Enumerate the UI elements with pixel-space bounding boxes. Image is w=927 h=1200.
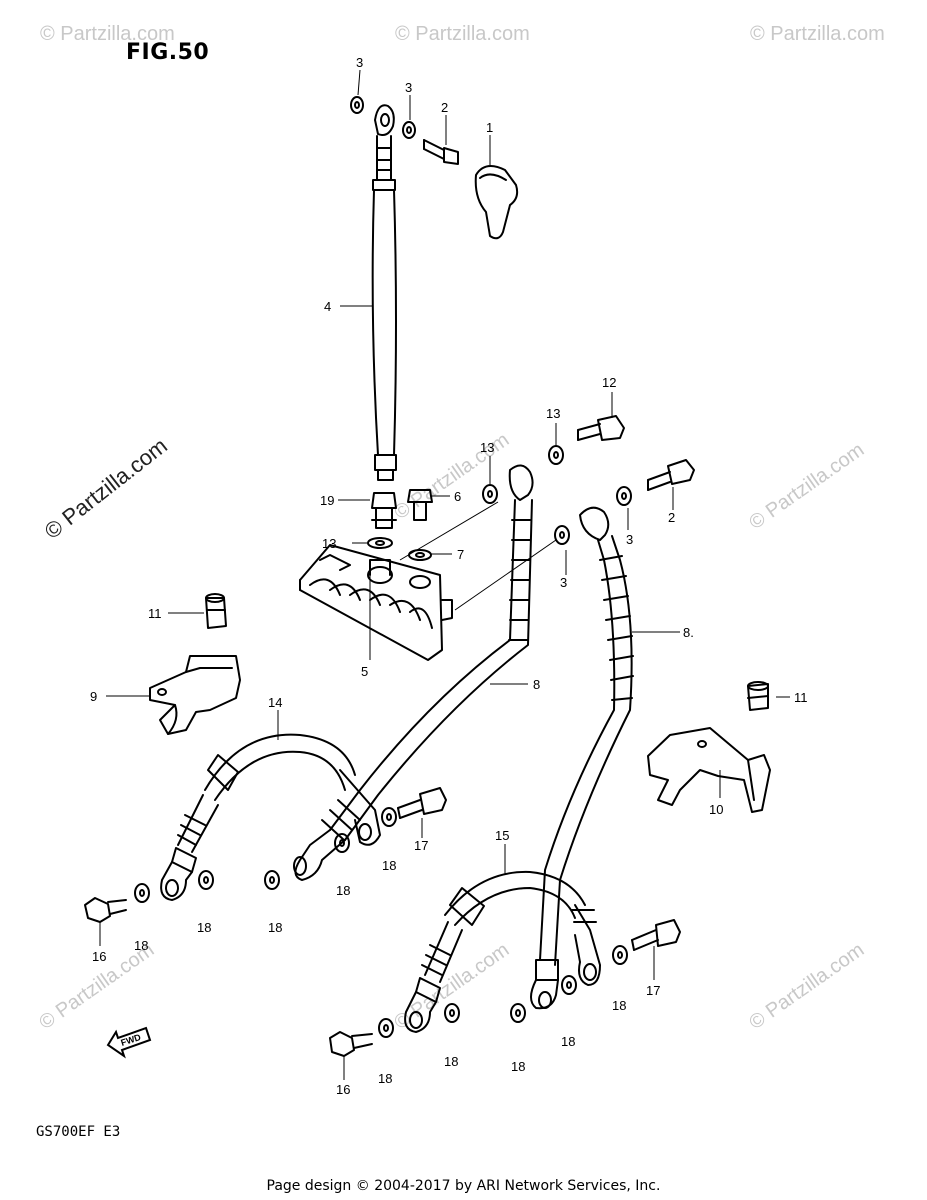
washer bbox=[444, 1003, 460, 1023]
brake-hose-15 bbox=[404, 870, 601, 1033]
watermark: © Partzilla.com bbox=[745, 439, 868, 534]
callout-10: 10 bbox=[709, 802, 723, 817]
callout-7: 7 bbox=[457, 547, 464, 562]
callout-18: 18 bbox=[268, 920, 282, 935]
callout-9: 9 bbox=[90, 689, 97, 704]
figure-title: FIG.50 bbox=[126, 40, 210, 65]
callout-3: 3 bbox=[405, 80, 412, 95]
callout-3: 3 bbox=[560, 575, 567, 590]
washer bbox=[264, 870, 280, 890]
watermark: © Partzilla.com bbox=[395, 23, 530, 45]
watermark: © Partzilla.com bbox=[750, 23, 885, 45]
callout-17: 17 bbox=[414, 838, 428, 853]
callout-18: 18 bbox=[134, 938, 148, 953]
boot-cap-part bbox=[474, 165, 519, 240]
callout-12: 12 bbox=[602, 375, 616, 390]
union-bolt bbox=[84, 897, 127, 923]
washer bbox=[510, 1003, 526, 1023]
model-code: GS700EF E3 bbox=[36, 1124, 121, 1140]
watermark: © Partzilla.com bbox=[745, 939, 868, 1034]
callout-11: 11 bbox=[794, 690, 808, 705]
watermark-layer: © Partzilla.com © Partzilla.com © Partzi… bbox=[35, 23, 885, 1034]
hose-bracket-left bbox=[149, 655, 241, 735]
washer bbox=[367, 537, 393, 549]
union-bolt bbox=[423, 139, 459, 165]
page-footer: Page design © 2004-2017 by ARI Network S… bbox=[266, 1178, 661, 1194]
callout-1: 1 bbox=[486, 120, 493, 135]
hose-bracket-right bbox=[647, 727, 771, 813]
union-bolt bbox=[329, 1031, 373, 1057]
callout-13: 13 bbox=[322, 536, 336, 551]
watermark-dark: © Partzilla.com bbox=[40, 433, 172, 544]
callout-18: 18 bbox=[612, 998, 626, 1013]
callout-13: 13 bbox=[480, 440, 494, 455]
callout-18: 18 bbox=[336, 883, 350, 898]
callout-8: 8 bbox=[533, 677, 540, 692]
hose-joint-fitting bbox=[371, 492, 397, 529]
callout-labels: 1 2 2 3 3 3 3 4 5 6 7 8 8. 9 10 11 11 12… bbox=[90, 55, 808, 1097]
callout-14: 14 bbox=[268, 695, 282, 710]
brake-hose-14 bbox=[160, 733, 381, 901]
callout-18: 18 bbox=[197, 920, 211, 935]
washer bbox=[134, 883, 150, 903]
callout-18: 18 bbox=[378, 1071, 392, 1086]
callout-16: 16 bbox=[336, 1082, 350, 1097]
washer bbox=[334, 833, 350, 853]
brake-hose-right bbox=[530, 506, 634, 1010]
washer bbox=[378, 1018, 394, 1038]
washer bbox=[612, 945, 628, 965]
watermark: © Partzilla.com bbox=[40, 23, 175, 45]
callout-18: 18 bbox=[561, 1034, 575, 1049]
washer bbox=[554, 525, 570, 545]
brake-hose-upper bbox=[371, 104, 397, 481]
callout-19: 19 bbox=[320, 493, 334, 508]
grommet bbox=[747, 681, 769, 711]
washer bbox=[402, 121, 416, 139]
washer bbox=[561, 975, 577, 995]
washer bbox=[198, 870, 214, 890]
forward-direction-arrow: FWD bbox=[106, 1026, 152, 1059]
callout-18: 18 bbox=[444, 1054, 458, 1069]
washer bbox=[350, 96, 364, 114]
callout-16: 16 bbox=[92, 949, 106, 964]
grommet bbox=[205, 593, 227, 629]
watermark: © Partzilla.com bbox=[390, 429, 513, 524]
union-bolt bbox=[397, 787, 447, 819]
callout-11: 11 bbox=[148, 606, 162, 621]
callout-5: 5 bbox=[361, 664, 368, 679]
leader-lines bbox=[99, 69, 790, 1080]
callout-3: 3 bbox=[626, 532, 633, 547]
callout-6: 6 bbox=[454, 489, 461, 504]
washer bbox=[548, 445, 564, 465]
callout-4: 4 bbox=[324, 299, 331, 314]
callout-17: 17 bbox=[646, 983, 660, 998]
union-bolt bbox=[631, 919, 681, 951]
callout-18: 18 bbox=[511, 1059, 525, 1074]
washer bbox=[408, 549, 432, 561]
mounting-bolt bbox=[407, 489, 433, 521]
washer bbox=[381, 807, 397, 827]
three-way-joint bbox=[299, 544, 453, 661]
callout-15: 15 bbox=[495, 828, 509, 843]
callout-13: 13 bbox=[546, 406, 560, 421]
callout-2: 2 bbox=[668, 510, 675, 525]
callout-2: 2 bbox=[441, 100, 448, 115]
washer bbox=[616, 486, 632, 506]
washer bbox=[482, 484, 498, 504]
union-bolt bbox=[577, 415, 625, 441]
callout-18: 18 bbox=[382, 858, 396, 873]
union-bolt bbox=[647, 459, 695, 491]
callout-3: 3 bbox=[356, 55, 363, 70]
callout-8: 8. bbox=[683, 625, 694, 640]
brake-hose-left bbox=[293, 464, 534, 881]
